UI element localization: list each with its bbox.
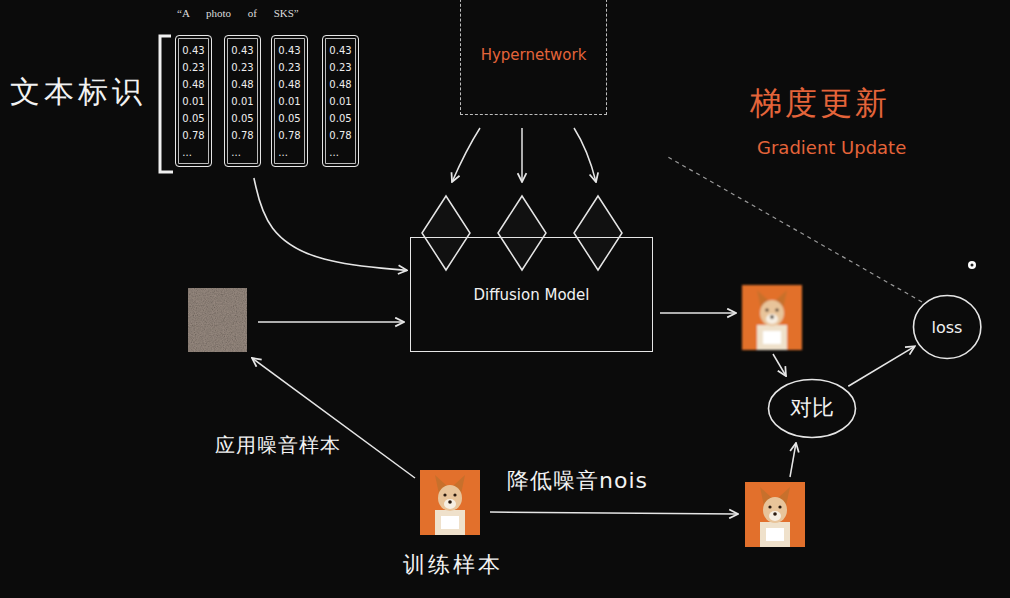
connector: [254, 178, 407, 270]
arrow: [452, 128, 480, 182]
denoised-image: [745, 482, 805, 547]
compare-ellipse: 对比: [767, 378, 857, 439]
token-values: 0.43 0.23 0.48 0.01 0.05 0.78 ...: [182, 42, 204, 161]
connector: [848, 346, 915, 386]
arrow: [490, 512, 738, 514]
ellipse-outline: [913, 296, 980, 359]
arrow: [574, 128, 596, 182]
token-values: 0.43 0.23 0.48 0.01 0.05 0.78 ...: [278, 42, 300, 161]
hypernetwork-box: Hypernetwork: [460, 0, 607, 115]
arrow-label: 降低噪音nois: [505, 466, 650, 496]
token-column: 0.43 0.23 0.48 0.01 0.05 0.78 ...: [322, 35, 359, 167]
training-image: [420, 470, 480, 535]
diamond: [498, 196, 546, 270]
token-column: 0.43 0.23 0.48 0.01 0.05 0.78 ...: [271, 35, 308, 167]
token-column: 0.43 0.23 0.48 0.01 0.05 0.78 ...: [224, 35, 261, 167]
noisy-image: [188, 288, 247, 352]
node-text: 对比: [790, 393, 834, 423]
arrow-label: 应用噪音样本: [213, 432, 343, 459]
process-box: Diffusion Model: [410, 237, 653, 352]
gradient-line: [668, 157, 922, 302]
arrow: [773, 354, 786, 376]
node-text: Diffusion Model: [473, 286, 589, 304]
dot: [971, 264, 974, 267]
output-image: [742, 285, 802, 350]
ellipse-outline: [769, 379, 856, 437]
side-label: 文本标识: [8, 72, 148, 113]
arrow: [252, 358, 415, 478]
arrow: [521, 128, 523, 182]
arrow: [790, 443, 796, 477]
diamond: [422, 196, 470, 270]
token-values: 0.43 0.23 0.48 0.01 0.05 0.78 ...: [231, 42, 253, 161]
dot: [968, 261, 976, 269]
arrow: [660, 312, 736, 314]
diamonds: [422, 196, 622, 270]
token-values: 0.43 0.23 0.48 0.01 0.05 0.78 ...: [329, 42, 351, 161]
node-text: Hypernetwork: [481, 46, 587, 64]
node-text: “A photo of SKS”: [177, 7, 299, 19]
bracket: [160, 36, 173, 172]
node-text: 训练样本: [385, 550, 520, 580]
training-sample: 训练样本: [385, 468, 520, 586]
diamond: [574, 196, 622, 270]
token-group: “A photo of SKS” 0.43 0.23 0.48 0.01 0.05…: [155, 3, 370, 175]
subtitle-label: Gradient Update: [755, 137, 908, 158]
loss-circle: loss: [912, 294, 982, 360]
node-text: loss: [932, 318, 963, 337]
token-column: 0.43 0.23 0.48 0.01 0.05 0.78 ...: [175, 35, 212, 167]
arrow: [258, 321, 404, 323]
title-label: 梯度更新: [748, 82, 892, 126]
